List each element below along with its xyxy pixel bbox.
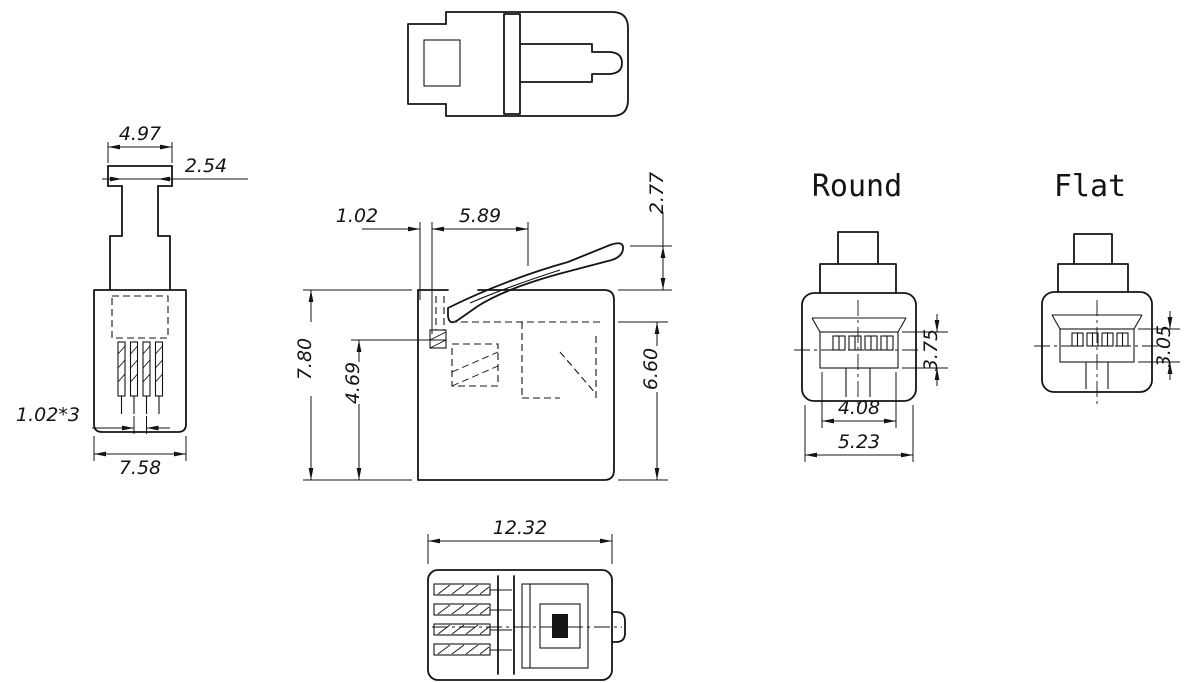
pin-hatch (117, 345, 126, 383)
latch-tongue (519, 43, 623, 83)
hidden-pin-hatch (451, 351, 499, 387)
dim-round-opening-width: 4.08 (838, 397, 880, 419)
body-outline (427, 569, 613, 681)
body-outline (417, 289, 615, 481)
latch-tab (1073, 233, 1113, 265)
dim-flat-contact-height: 3.05 (1153, 325, 1175, 367)
pin-contact (433, 603, 491, 616)
plug-tip-outline (407, 23, 447, 105)
dimension-round-opening-width: 4.08 (821, 372, 897, 428)
dimension-flat-contact-height: 3.05 (1138, 311, 1180, 380)
dimension-side-latch-length: 5.89 (432, 205, 529, 266)
dim-round-body-width: 5.23 (838, 431, 880, 453)
dim-round-contact-height: 3.75 (920, 329, 942, 371)
side-boss (611, 611, 626, 643)
dim-side-cavity-height: 4.69 (342, 362, 364, 404)
dimension-bottom-overall-length: 12.32 (427, 517, 613, 564)
dim-side-latch-length: 5.89 (459, 205, 501, 227)
round-view-label: Round (812, 169, 902, 204)
dimension-side-body-height: 6.60 (618, 321, 668, 481)
opening-chamfer (897, 317, 907, 333)
latch-wings (1057, 263, 1129, 293)
pin-channel (433, 603, 512, 616)
latch-window (423, 39, 461, 87)
dimension-side-overall-height: 7.80 (294, 289, 412, 481)
pin-contact (433, 583, 491, 596)
pin-channel (433, 643, 512, 656)
latch-bar (503, 13, 521, 115)
dim-bottom-overall-length: 12.32 (493, 517, 547, 539)
dimension-front-body-width: 7.58 (93, 436, 187, 479)
hidden-latch-window (111, 295, 169, 339)
latch-fold-line (469, 269, 561, 304)
dimension-front-tab-width: 4.97 (107, 123, 173, 163)
pin (154, 341, 164, 414)
pin-hatch (437, 604, 490, 615)
dimension-round-contact-height: 3.75 (902, 314, 948, 386)
pin-channel (433, 583, 512, 596)
dimension-round-body-width: 5.23 (804, 405, 914, 462)
latch-wings (819, 263, 897, 294)
contact-section (429, 329, 447, 349)
flat-view: Flat 3.05 (1034, 169, 1180, 404)
pin (129, 341, 139, 414)
opening-chamfer (1051, 314, 1061, 330)
anchor-block (552, 614, 568, 638)
dimension-side-latch-height: 2.77 (618, 172, 672, 291)
hidden-pin-cavity (451, 343, 499, 387)
dim-front-tab-width: 4.97 (119, 123, 161, 145)
side-view: 1.02 5.89 2.77 7.80 4.69 (294, 172, 672, 481)
body-outline (93, 289, 187, 433)
dimension-side-latch-lip: 1.02 (336, 205, 433, 334)
contact-hatch (429, 331, 447, 349)
latch-lever (447, 242, 624, 324)
cavity-outline (521, 583, 589, 669)
pin (117, 341, 126, 414)
dim-front-body-width: 7.58 (119, 457, 161, 479)
round-view: Round 3.75 4.08 (794, 169, 948, 462)
hidden-cable-relief (559, 351, 597, 395)
pin-hatch (437, 624, 490, 635)
pin-hatch (437, 584, 490, 595)
pin-channel (433, 623, 512, 636)
body-outline (445, 11, 629, 117)
dimension-front-latch-width: 2.54 (102, 155, 248, 182)
front-view: 4.97 2.54 1.02*3 7.58 (16, 123, 248, 479)
anchor-outline (539, 603, 581, 649)
dimension-side-cavity-height: 4.69 (342, 339, 446, 480)
pin-hatch (130, 345, 138, 383)
dimension-front-pin-pitch: 1.02*3 (16, 404, 170, 434)
latch-tab (837, 231, 879, 265)
dim-side-latch-height: 2.77 (646, 172, 668, 214)
pin-hatch (437, 644, 490, 655)
top-view (407, 11, 629, 117)
pin-contact (433, 643, 491, 656)
dim-front-latch-width: 2.54 (185, 155, 227, 177)
dim-front-pin-pitch: 1.02*3 (16, 404, 80, 426)
opening-chamfer (1133, 314, 1143, 330)
flat-view-label: Flat (1054, 169, 1126, 204)
dim-side-overall-height: 7.80 (294, 338, 316, 380)
pin-contact (433, 623, 491, 636)
opening-chamfer (811, 317, 821, 333)
pin (142, 341, 151, 414)
bottom-view: 12.32 (427, 517, 626, 681)
pin-hatch (155, 345, 163, 383)
body-outline (801, 292, 917, 402)
dim-side-latch-lip: 1.02 (336, 205, 378, 227)
pin-hatch (142, 345, 151, 383)
dim-side-body-height: 6.60 (640, 348, 662, 390)
